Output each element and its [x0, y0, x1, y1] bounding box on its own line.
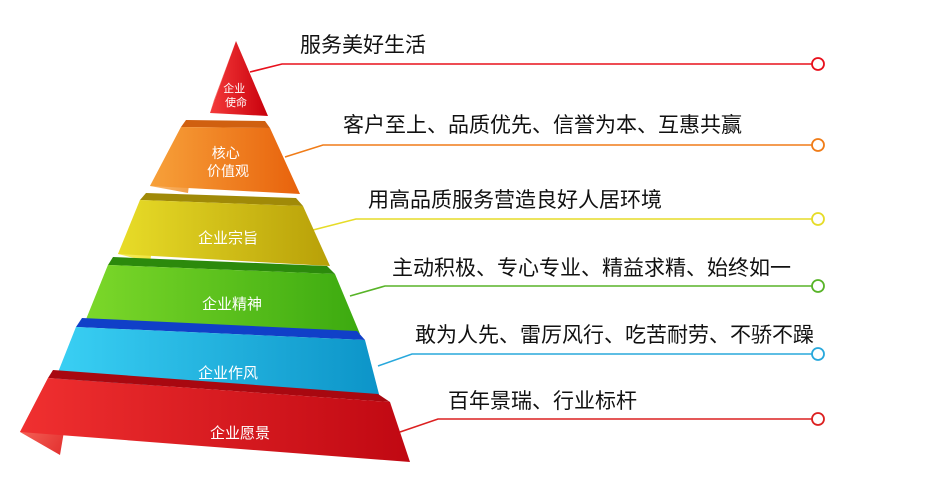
- end-markers: [811, 57, 825, 426]
- tier-3-label: 企业宗旨: [198, 229, 258, 247]
- tier-3-top: [140, 193, 303, 206]
- connector-line-1: [249, 63, 818, 73]
- tier-2: [150, 120, 300, 194]
- tier-1-label: 企业 使命: [223, 81, 249, 109]
- tier-6-top: [48, 370, 390, 402]
- tier-labels: 企业 使命 核心 价值观 企业宗旨 企业精神 企业作风 企业愿景: [198, 81, 270, 442]
- tier-4-front: [85, 265, 360, 334]
- tier-2-label: 核心 价值观: [207, 146, 249, 180]
- end-circle-3: [811, 212, 825, 226]
- tier-4: [85, 257, 360, 334]
- tier-2-front: [150, 127, 300, 194]
- end-circle-2: [811, 138, 825, 152]
- end-circle-6: [811, 412, 825, 426]
- tier-6-description: 百年景瑞、行业标杆: [448, 389, 637, 413]
- tier-3-front: [118, 200, 330, 266]
- tier-1-front: [210, 41, 268, 116]
- tier-2-top: [181, 120, 270, 128]
- tier-5-label: 企业作风: [198, 364, 258, 382]
- tier-4-description: 主动积极、专心专业、精益求精、始终如一: [392, 256, 791, 280]
- connector-lines: [249, 63, 818, 433]
- connector-line-5: [377, 353, 818, 367]
- connector-line-2: [284, 144, 818, 158]
- end-circle-5: [811, 347, 825, 361]
- connector-line-3: [312, 218, 818, 231]
- tier-5-description: 敢为人先、雷厉风行、吃苦耐劳、不骄不躁: [415, 323, 814, 347]
- tier-1-description: 服务美好生活: [300, 33, 426, 57]
- tier-5-top: [76, 318, 365, 340]
- tier-6-label: 企业愿景: [210, 424, 270, 442]
- tier-3-description: 用高品质服务营造良好人居环境: [368, 188, 662, 212]
- descriptions: 服务美好生活 客户至上、品质优先、信誉为本、互惠共赢 用高品质服务营造良好人居环…: [300, 33, 814, 413]
- connector-line-4: [349, 285, 818, 297]
- tier-4-label: 企业精神: [202, 295, 262, 313]
- tier-3: [118, 193, 330, 266]
- tier-6: [20, 370, 410, 462]
- pyramid: [20, 41, 410, 462]
- end-circle-1: [811, 57, 825, 71]
- connector-line-6: [399, 418, 818, 433]
- tier-4-top: [108, 257, 335, 274]
- end-circle-4: [811, 279, 825, 293]
- tier-2-description: 客户至上、品质优先、信誉为本、互惠共赢: [343, 113, 742, 137]
- tier-6-front: [20, 378, 410, 462]
- tier-1: [210, 41, 268, 116]
